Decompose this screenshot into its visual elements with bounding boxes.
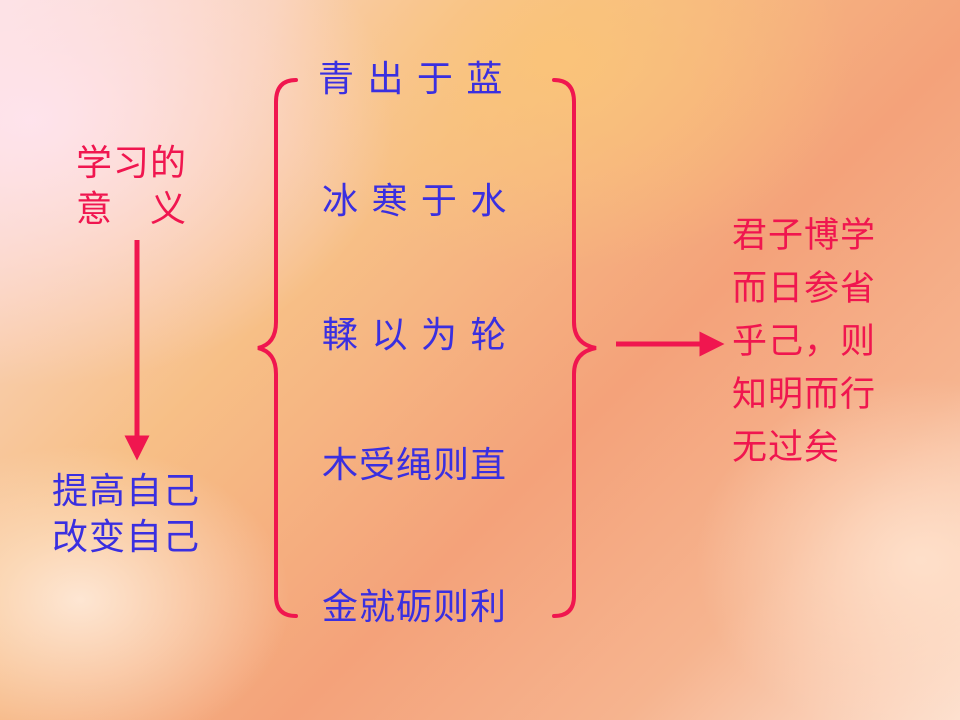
label-learning-meaning-line1: 学习的 (76, 143, 188, 184)
list-item-4: 木受绳则直 (322, 445, 508, 486)
label-change-self: 改变自己 (52, 517, 201, 558)
quote-line-3: 乎己，则 (732, 322, 877, 362)
quote-line-4: 知明而行 (732, 375, 877, 415)
quote-line-2: 而日参省 (732, 269, 877, 309)
list-item-3: 輮 以 为 轮 (322, 315, 508, 356)
label-learning-meaning-line2: 意 义 (76, 189, 188, 230)
right-brace (552, 78, 597, 618)
list-item-2: 冰 寒 于 水 (322, 181, 508, 222)
list-item-5: 金就砺则利 (322, 587, 508, 628)
label-improve-self: 提高自己 (52, 471, 201, 512)
quote-line-1: 君子博学 (732, 216, 877, 256)
list-item-1: 青 出 于 蓝 (318, 59, 504, 100)
quote-line-5: 无过矣 (732, 428, 841, 468)
left-brace (257, 78, 298, 618)
